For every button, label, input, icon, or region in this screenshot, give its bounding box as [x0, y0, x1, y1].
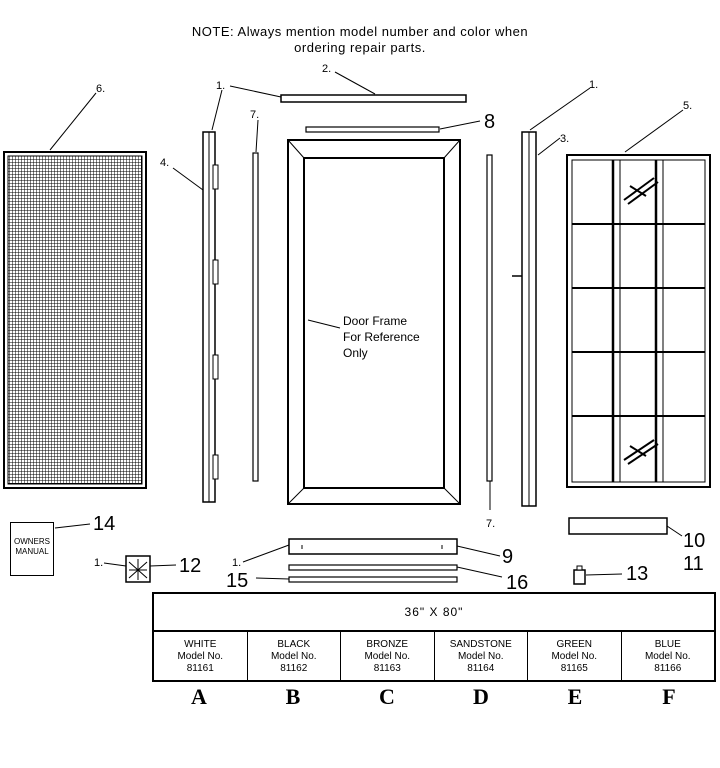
leader-15: [255, 577, 290, 580]
callout-10: 10: [683, 530, 705, 552]
leader-3: [537, 137, 561, 156]
model-label: Model No.: [551, 651, 598, 662]
note-line-1: NOTE: Always mention model number and co…: [191, 24, 529, 39]
owners-manual-line-2: MANUAL: [15, 547, 49, 556]
leader-16: [456, 566, 503, 578]
door-frame-reference: [287, 139, 461, 505]
column-letters: A B C D E F: [152, 684, 716, 710]
latch-rail: [512, 131, 537, 507]
leader-6: [49, 92, 97, 151]
callout-5: 5.: [683, 100, 692, 112]
callout-1-top-left: 1.: [216, 80, 225, 92]
note-line-2: ordering repair parts.: [294, 40, 426, 55]
column-letter: A: [191, 684, 207, 709]
callout-14: 14: [93, 513, 115, 535]
callout-16: 16: [506, 572, 528, 594]
sweep-strip: [305, 126, 440, 133]
callout-3: 3.: [560, 133, 569, 145]
table-cell: GREEN Model No. 81165: [528, 632, 622, 682]
leader-1a: [211, 89, 223, 131]
leader-10: [666, 525, 683, 537]
strip-part-16: [288, 564, 458, 571]
leader-1b: [229, 85, 282, 98]
color-name: BLUE: [654, 639, 681, 650]
leader-2: [334, 71, 376, 95]
hardware-pack: [125, 555, 151, 583]
model-number: 81162: [280, 663, 308, 674]
color-name: SANDSTONE: [449, 639, 512, 650]
note-text: NOTE: Always mention model number and co…: [100, 24, 620, 56]
callout-1-bottom-rail: 1.: [232, 557, 241, 569]
callout-2: 2.: [322, 63, 331, 75]
door-frame-label-2: For Reference: [343, 330, 420, 344]
leader-door-frame: [307, 319, 341, 329]
screen-panel: [3, 151, 147, 489]
callout-13: 13: [626, 563, 648, 585]
model-table: 36" X 80" WHITE Model No. 81161 BLACK Mo…: [152, 592, 716, 682]
glass-panel: [566, 154, 711, 488]
callout-4: 4.: [160, 157, 169, 169]
callout-9: 9: [502, 546, 513, 568]
table-cell: BLUE Model No. 81166: [622, 632, 715, 682]
owners-manual: OWNERS MANUAL: [10, 522, 54, 576]
table-cell: BLACK Model No. 81162: [248, 632, 341, 682]
callout-12: 12: [179, 555, 201, 577]
model-label: Model No.: [644, 651, 691, 662]
model-label: Model No.: [177, 651, 224, 662]
leader-8: [439, 120, 481, 130]
leader-14: [54, 523, 91, 529]
column-letter: E: [567, 684, 583, 709]
leader-9: [456, 545, 501, 557]
owners-manual-line-1: OWNERS: [14, 537, 50, 546]
table-cell: WHITE Model No. 81161: [154, 632, 248, 682]
model-number: 81161: [186, 663, 214, 674]
callout-1-hardware: 1.: [94, 557, 103, 569]
table-row: WHITE Model No. 81161 BLACK Model No. 81…: [154, 632, 714, 682]
table-cell: SANDSTONE Model No. 81164: [435, 632, 528, 682]
top-rail: [280, 94, 467, 103]
color-name: BRONZE: [366, 639, 409, 650]
table-size-header: 36" X 80": [154, 594, 714, 632]
color-name: WHITE: [184, 639, 217, 650]
strip-part-15: [288, 576, 458, 583]
color-name: GREEN: [556, 639, 593, 650]
callout-6: 6.: [96, 83, 105, 95]
door-frame-label-3: Only: [343, 346, 368, 360]
leader-12: [149, 564, 177, 567]
column-letter: C: [379, 684, 395, 709]
model-number: 81164: [467, 663, 495, 674]
door-frame-label-1: Door Frame: [343, 314, 407, 328]
weatherstrip-right: [486, 154, 493, 482]
weatherstrip-left: [252, 152, 259, 482]
leader-13: [585, 573, 623, 576]
callout-11: 11: [683, 553, 704, 575]
leader-1d: [242, 544, 290, 563]
callout-15: 15: [226, 570, 248, 592]
expander-part-10: [568, 517, 668, 535]
hinge-rail: [202, 131, 219, 503]
model-label: Model No.: [457, 651, 504, 662]
leader-4: [172, 167, 204, 191]
column-letter: D: [473, 684, 489, 709]
callout-7-bottom: 7.: [486, 518, 495, 530]
leader-5: [624, 109, 684, 153]
touch-up-paint: [573, 565, 586, 585]
callout-7-top: 7.: [250, 109, 259, 121]
column-letter: F: [662, 684, 676, 709]
bottom-rail: [288, 538, 458, 555]
model-number: 81166: [654, 663, 682, 674]
model-number: 81163: [373, 663, 401, 674]
leader-7a: [255, 119, 259, 153]
model-label: Model No.: [364, 651, 411, 662]
callout-8: 8: [484, 111, 495, 133]
callout-1-top-right: 1.: [589, 79, 598, 91]
model-label: Model No.: [270, 651, 317, 662]
model-number: 81165: [560, 663, 588, 674]
column-letter: B: [285, 684, 301, 709]
color-name: BLACK: [277, 639, 311, 650]
table-cell: BRONZE Model No. 81163: [341, 632, 435, 682]
leader-1c: [103, 562, 127, 567]
leader-1-right: [529, 87, 591, 131]
